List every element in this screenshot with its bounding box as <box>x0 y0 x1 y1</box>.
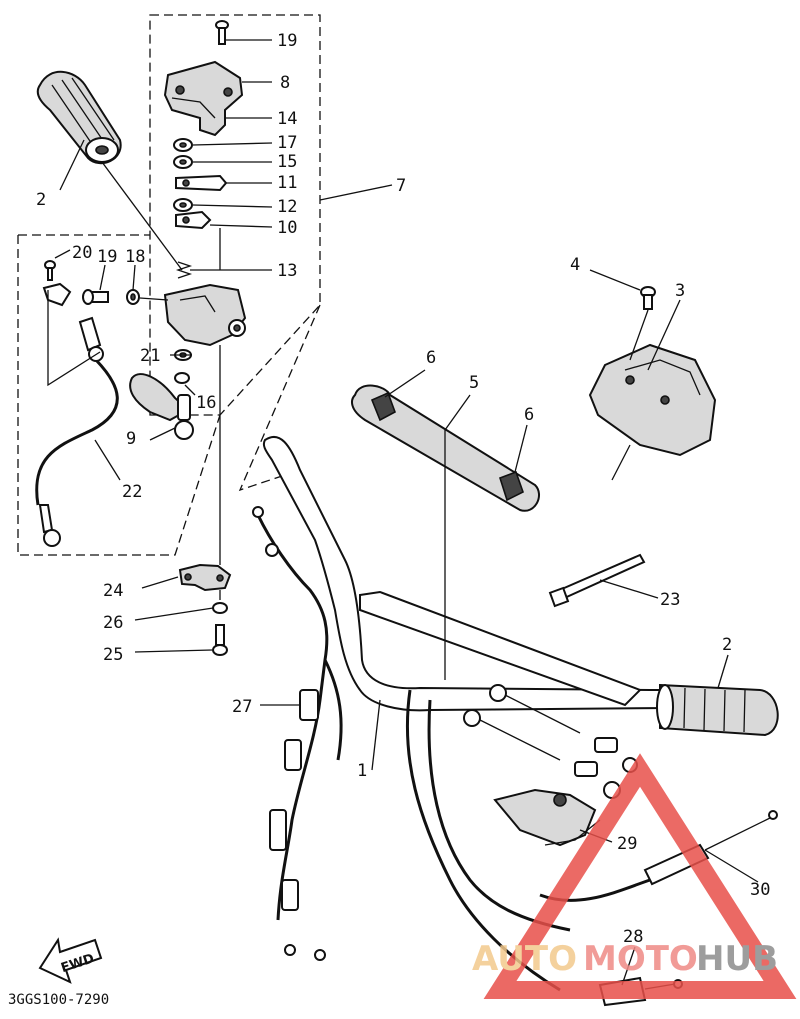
callout-1: 1 <box>357 761 367 781</box>
callout-4: 4 <box>570 255 580 275</box>
callout-24: 24 <box>103 581 123 601</box>
callout-8: 8 <box>280 73 290 93</box>
throttle-cable-27 <box>252 506 343 961</box>
washer-26 <box>212 602 228 614</box>
callout-28: 28 <box>623 927 643 947</box>
callout-10: 10 <box>277 218 297 238</box>
assembly-box-left <box>17 234 221 556</box>
left-grip <box>36 70 122 165</box>
screw-19-top <box>215 20 229 45</box>
watermark-moto: MOTO <box>583 939 698 979</box>
callout-14: 14 <box>277 109 297 129</box>
callout-5: 5 <box>469 373 479 393</box>
lever-holder-22 <box>35 316 119 547</box>
bolt-19 <box>82 289 109 305</box>
callout-11: 11 <box>277 173 297 193</box>
callout-19-top: 19 <box>277 31 297 51</box>
callout-labels: 19 8 14 17 15 11 12 10 13 7 2 20 19 18 2… <box>36 31 770 947</box>
callout-23: 23 <box>660 590 680 610</box>
callout-27: 27 <box>232 697 252 717</box>
callout-15: 15 <box>277 152 297 172</box>
assembly-box-upper <box>149 14 321 416</box>
callout-17: 17 <box>277 133 297 153</box>
handlebar-clamp-3 <box>588 343 717 457</box>
callout-25: 25 <box>103 645 123 665</box>
fwd-arrow-icon: FWD <box>38 937 103 984</box>
spring-13 <box>175 261 193 279</box>
switch-cover-8 <box>163 60 244 137</box>
callout-12: 12 <box>277 197 297 217</box>
callout-19-left: 19 <box>97 247 117 267</box>
screw-25 <box>212 624 228 656</box>
callout-2-left: 2 <box>36 190 46 210</box>
diagram-code: 3GGS100-7290 <box>8 992 109 1008</box>
handlebar-1 <box>262 435 672 712</box>
small-screw-20 <box>44 260 56 281</box>
callout-26: 26 <box>103 613 123 633</box>
callout-22: 22 <box>122 482 142 502</box>
stack-parts <box>173 138 228 230</box>
callout-18: 18 <box>125 247 145 267</box>
right-grip <box>656 683 779 737</box>
callout-6-right: 6 <box>524 405 534 425</box>
washer-18 <box>126 289 140 305</box>
callout-21: 21 <box>140 346 160 366</box>
watermark-logo: AUTO MOTO HUB <box>472 753 797 999</box>
callout-7: 7 <box>396 176 406 196</box>
callout-16: 16 <box>196 393 216 413</box>
watermark-auto: AUTO <box>472 939 577 979</box>
leader-lines <box>54 39 759 986</box>
callout-29: 29 <box>617 834 637 854</box>
callout-30: 30 <box>750 880 770 900</box>
callout-2-right: 2 <box>722 635 732 655</box>
washer-16 <box>174 372 190 384</box>
choke-lever-9 <box>129 373 194 440</box>
callout-13: 13 <box>277 261 297 281</box>
callout-9: 9 <box>126 429 136 449</box>
cable-tie-23 <box>548 553 646 608</box>
switch-29 <box>493 788 601 847</box>
callout-3: 3 <box>675 281 685 301</box>
switch-body <box>163 283 247 347</box>
watermark-hub: HUB <box>696 939 778 979</box>
bracket-20 <box>42 282 72 307</box>
callout-20: 20 <box>72 243 92 263</box>
clamp-24 <box>178 563 232 592</box>
callout-6-left: 6 <box>426 348 436 368</box>
bolt-4 <box>640 286 656 310</box>
